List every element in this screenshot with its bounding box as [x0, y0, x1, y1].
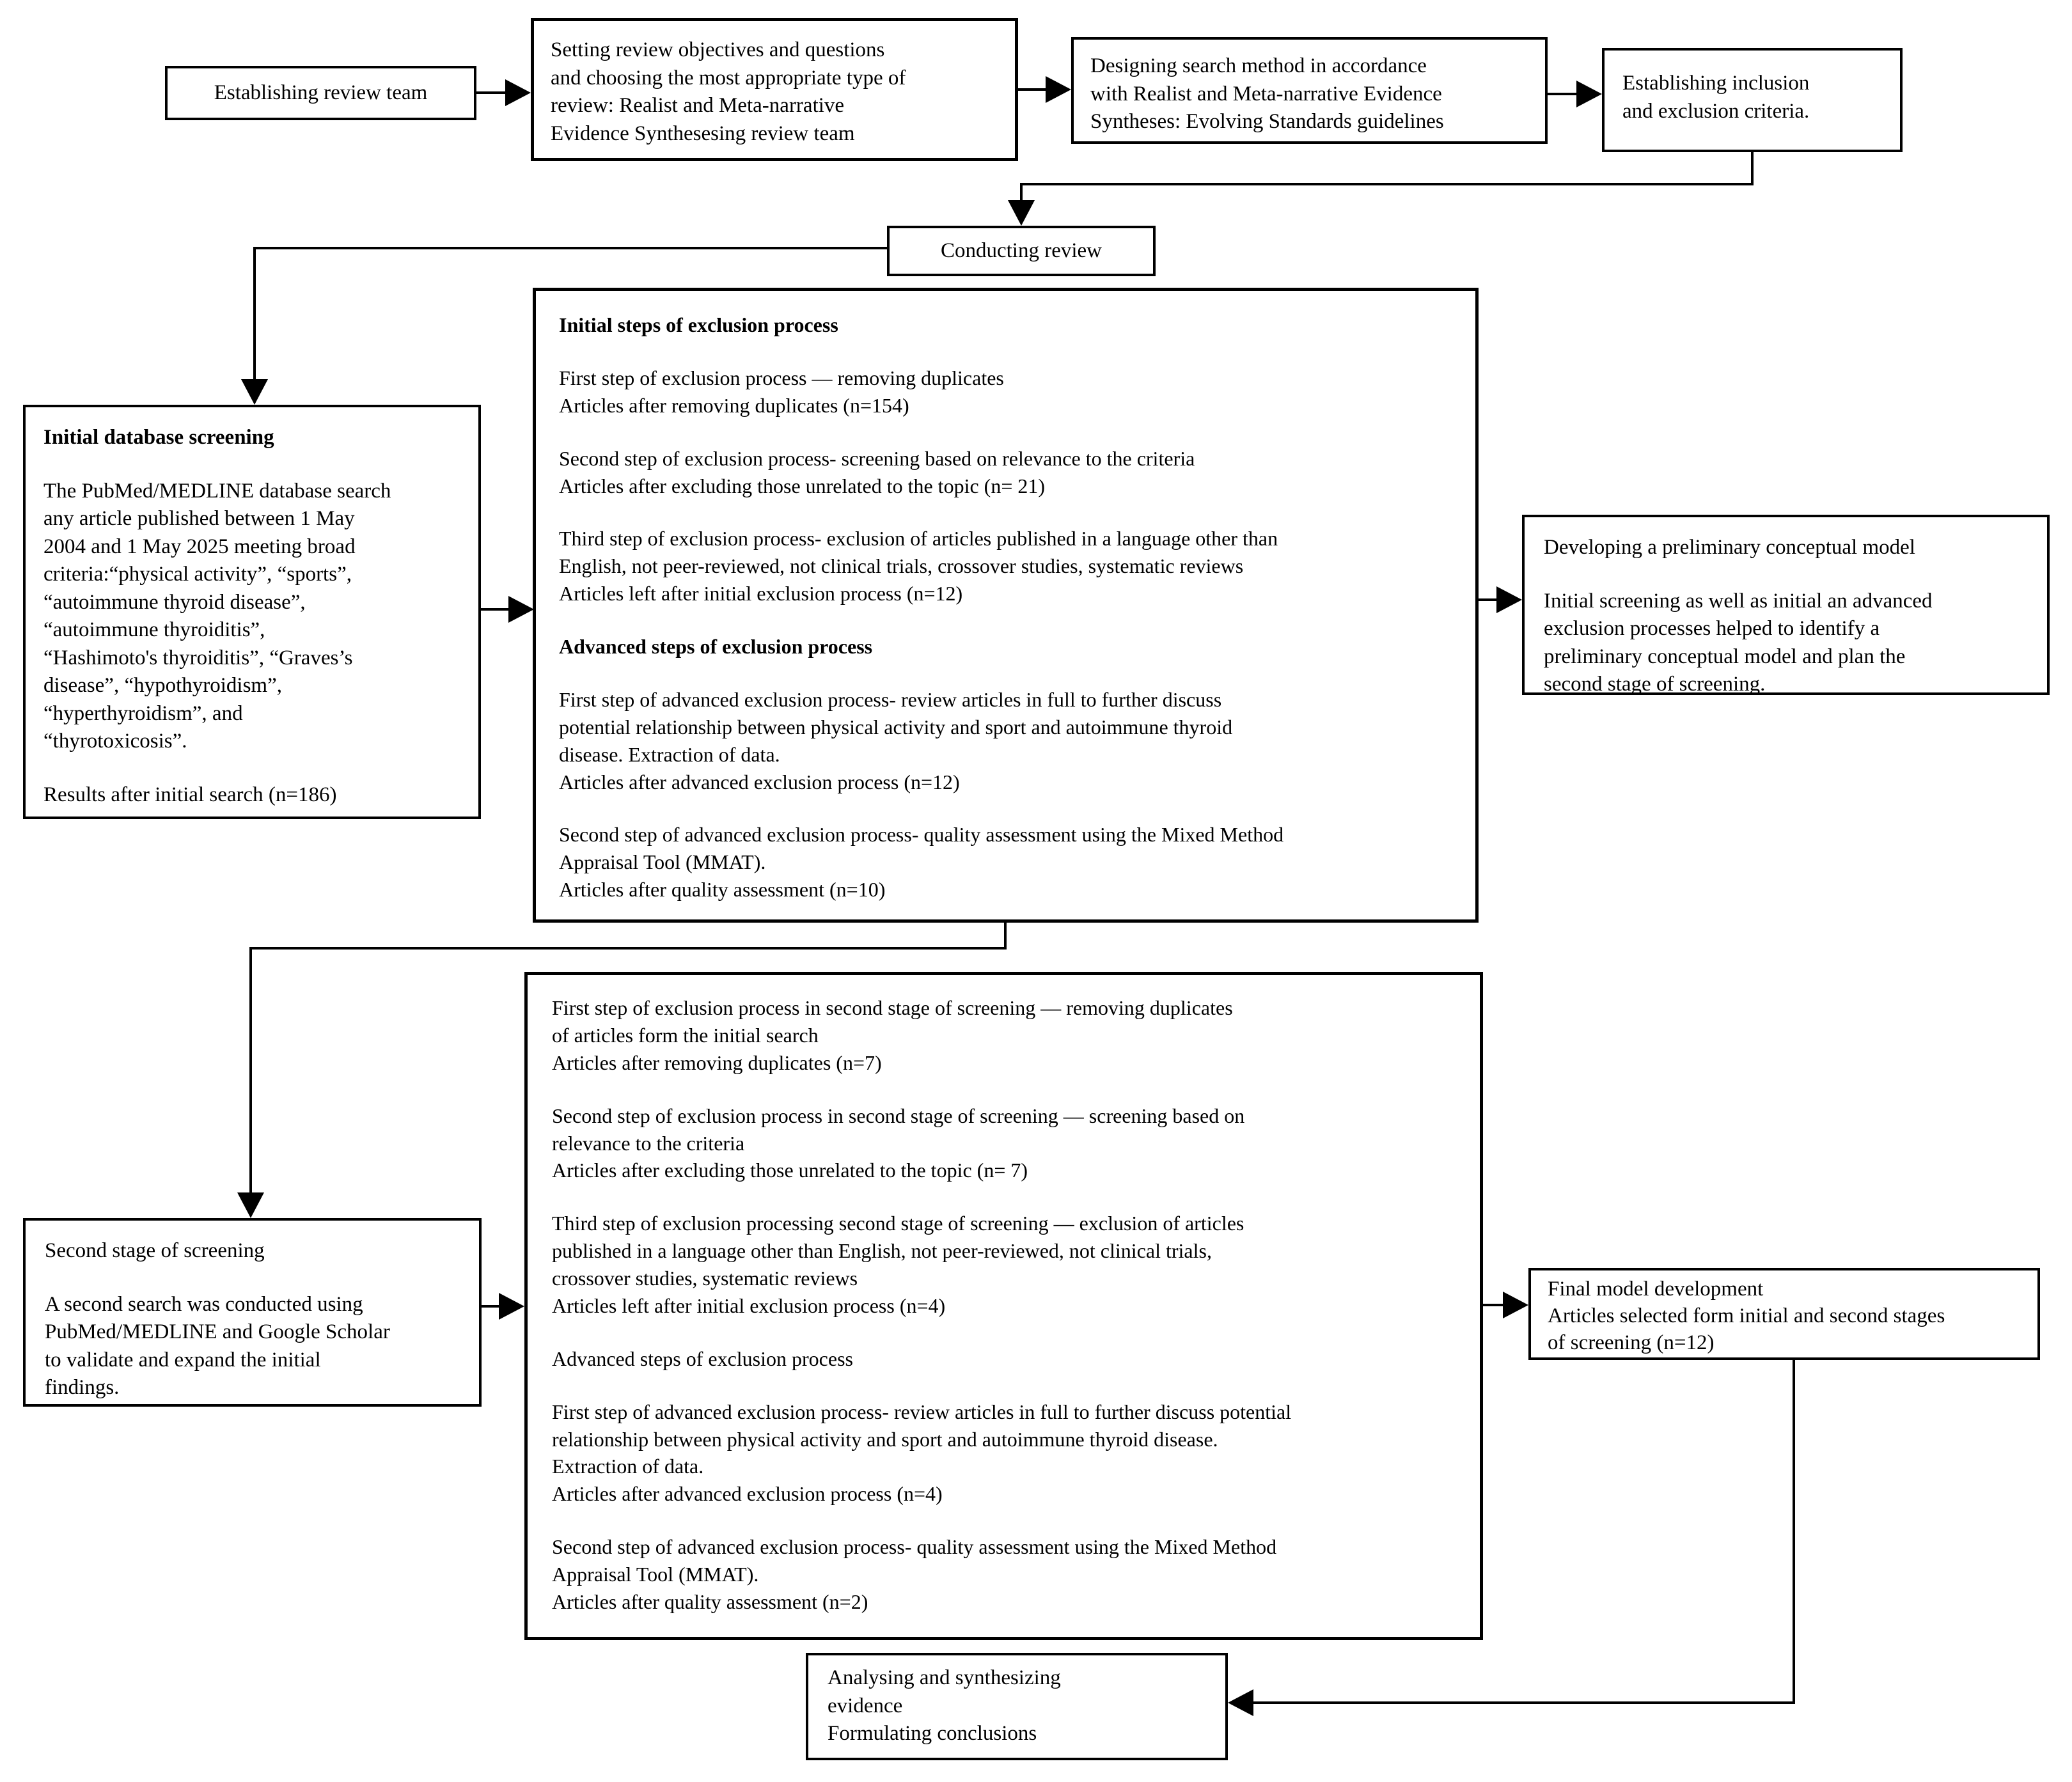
box-initial-exclusion-process: Initial steps of exclusion process First…	[533, 288, 1479, 923]
box-preliminary-model: Developing a preliminary conceptual mode…	[1522, 515, 2050, 696]
initial-screening-results: Results after initial search (n=186)	[43, 783, 337, 807]
second-exclusion-step1: First step of exclusion process in secon…	[552, 996, 1233, 1074]
box-initial-database-screening: Initial database screening The PubMed/ME…	[23, 405, 481, 819]
connector-criteria-conducting-segment1	[1751, 152, 1754, 185]
initial-exclusion-heading: Initial steps of exclusion process	[559, 313, 838, 336]
connector-secondstage-secondexclusion-line	[482, 1305, 501, 1308]
connector-secondstage-secondexclusion-arrowhead	[499, 1293, 524, 1320]
second-exclusion-step3: Third step of exclusion processing secon…	[552, 1212, 1244, 1317]
preliminary-model-body: Initial screening as well as initial an …	[1544, 589, 1933, 696]
connector-final-analysis-arrowhead	[1228, 1689, 1253, 1716]
connector-team-objectives-arrowhead	[505, 79, 531, 106]
second-exclusion-advanced-heading: Advanced steps of exclusion process	[552, 1347, 853, 1370]
box-review-objectives-label: Setting review objectives and questions …	[551, 38, 906, 145]
connector-criteria-conducting-arrowhead	[1008, 200, 1035, 226]
box-search-method: Designing search method in accordance wi…	[1071, 37, 1548, 144]
box-establishing-review-team: Establishing review team	[165, 66, 476, 120]
connector-exclusion-secondstage-segment1	[1004, 923, 1007, 950]
connector-conducting-screening-arrowhead	[241, 379, 268, 405]
advanced-exclusion-heading: Advanced steps of exclusion process	[559, 635, 873, 658]
initial-exclusion-step2: Second step of exclusion process- screen…	[559, 446, 1195, 497]
connector-final-analysis-segment1	[1793, 1360, 1795, 1704]
preliminary-model-title: Developing a preliminary conceptual mode…	[1544, 536, 1915, 559]
connector-team-objectives-line	[476, 91, 506, 94]
connector-secondexclusion-final-line	[1483, 1304, 1505, 1306]
box-establishing-review-team-label: Establishing review team	[214, 81, 428, 104]
connector-exclusion-secondstage-segment3	[249, 947, 252, 1194]
final-model-body: Final model development Articles selecte…	[1548, 1278, 1945, 1355]
connector-conducting-screening-segment2	[253, 247, 256, 380]
connector-objectives-method-arrowhead	[1046, 76, 1071, 103]
second-stage-body: A second search was conducted using PubM…	[45, 1292, 390, 1400]
connector-criteria-conducting-segment3	[1020, 183, 1023, 201]
analysis-conclusions-body: Analysing and synthesizing evidence Form…	[828, 1666, 1061, 1746]
second-exclusion-step2: Second step of exclusion process in seco…	[552, 1104, 1245, 1182]
connector-exclusion-model-arrowhead	[1496, 586, 1522, 613]
connector-screening-exclusion-line	[481, 608, 510, 611]
box-final-model: Final model development Articles selecte…	[1528, 1268, 2040, 1360]
initial-screening-title: Initial database screening	[43, 426, 274, 449]
box-conducting-review: Conducting review	[887, 226, 1156, 276]
connector-exclusion-secondstage-arrowhead	[237, 1192, 264, 1218]
second-exclusion-adv-step2: Second step of advanced exclusion proces…	[552, 1535, 1277, 1613]
connector-screening-exclusion-arrowhead	[508, 596, 534, 623]
second-exclusion-adv-step1: First step of advanced exclusion process…	[552, 1400, 1292, 1506]
connector-exclusion-model-line	[1479, 598, 1499, 601]
connector-final-analysis-segment2	[1252, 1701, 1795, 1704]
second-stage-title: Second stage of screening	[45, 1239, 265, 1262]
box-analysis-conclusions: Analysing and synthesizing evidence Form…	[806, 1653, 1228, 1760]
box-inclusion-criteria: Establishing inclusion and exclusion cri…	[1602, 48, 1903, 152]
box-conducting-review-label: Conducting review	[940, 238, 1103, 262]
connector-criteria-conducting-segment2	[1020, 183, 1754, 185]
box-second-stage-screening: Second stage of screening A second searc…	[23, 1218, 482, 1407]
box-search-method-label: Designing search method in accordance wi…	[1090, 54, 1444, 134]
connector-conducting-screening-segment1	[253, 247, 887, 249]
initial-exclusion-step3: Third step of exclusion process- exclusi…	[559, 527, 1278, 606]
connector-secondexclusion-final-arrowhead	[1503, 1292, 1528, 1318]
connector-exclusion-secondstage-segment2	[249, 947, 1007, 950]
connector-method-criteria-arrowhead	[1576, 81, 1602, 107]
advanced-exclusion-step2: Second step of advanced exclusion proces…	[559, 823, 1284, 902]
box-inclusion-criteria-label: Establishing inclusion and exclusion cri…	[1622, 72, 1810, 123]
connector-method-criteria-line	[1548, 93, 1578, 95]
box-second-exclusion-process: First step of exclusion process in secon…	[524, 972, 1483, 1640]
connector-objectives-method-line	[1018, 88, 1049, 91]
initial-exclusion-step1: First step of exclusion process — removi…	[559, 366, 1004, 417]
advanced-exclusion-step1: First step of advanced exclusion process…	[559, 687, 1233, 793]
initial-screening-body: The PubMed/MEDLINE database search any a…	[43, 479, 391, 753]
box-review-objectives: Setting review objectives and questions …	[531, 18, 1018, 161]
